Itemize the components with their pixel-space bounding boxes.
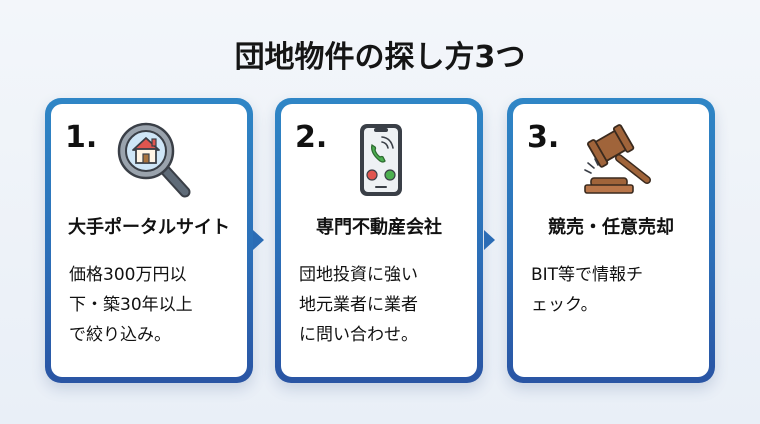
step-number: 3. xyxy=(527,120,560,155)
smartphone-call-icon xyxy=(343,118,423,200)
description-line: 下・築30年以上 xyxy=(69,295,193,315)
card-body: 1. 大手ポータルサイト 価格300万円以 下・築30年以上 で絞り込み。 xyxy=(51,104,247,377)
card-real-estate-company: 2. 専門不動産会社 団地投資に強い 地元業者に業者 に問い合わせ。 xyxy=(275,98,483,383)
gavel-icon xyxy=(575,118,655,200)
card-heading: 競売・任意売却 xyxy=(548,217,674,238)
description-line: 価格300万円以 xyxy=(69,265,187,285)
card-auction: 3. 競売・任意売却 BIT等で情報チ ェック。 xyxy=(507,98,715,383)
arrow-right-icon xyxy=(484,230,495,250)
description-line: で絞り込み。 xyxy=(69,325,171,345)
card-body: 2. 専門不動産会社 団地投資に強い 地元業者に業者 に問い合わせ。 xyxy=(281,104,477,377)
arrow-right-icon xyxy=(253,230,264,250)
card-heading: 専門不動産会社 xyxy=(316,217,442,238)
card-body: 3. 競売・任意売却 BIT等で情報チ ェック。 xyxy=(513,104,709,377)
description-line: に問い合わせ。 xyxy=(299,325,418,345)
card-description: BIT等で情報チ ェック。 xyxy=(531,260,701,320)
description-line: BIT等で情報チ xyxy=(531,265,644,285)
card-description: 団地投資に強い 地元業者に業者 に問い合わせ。 xyxy=(299,260,469,350)
step-number: 1. xyxy=(65,120,98,155)
description-line: 地元業者に業者 xyxy=(299,295,418,315)
card-portal-site: 1. 大手ポータルサイト 価格300万円以 下・築30年以上 で絞り込み。 xyxy=(45,98,253,383)
step-number: 2. xyxy=(295,120,328,155)
description-line: 団地投資に強い xyxy=(299,265,418,285)
description-line: ェック。 xyxy=(531,295,598,315)
page-title: 団地物件の探し方3つ xyxy=(234,40,526,75)
house-magnifier-icon xyxy=(113,118,193,200)
card-heading: 大手ポータルサイト xyxy=(68,217,230,238)
card-description: 価格300万円以 下・築30年以上 で絞り込み。 xyxy=(69,260,239,350)
